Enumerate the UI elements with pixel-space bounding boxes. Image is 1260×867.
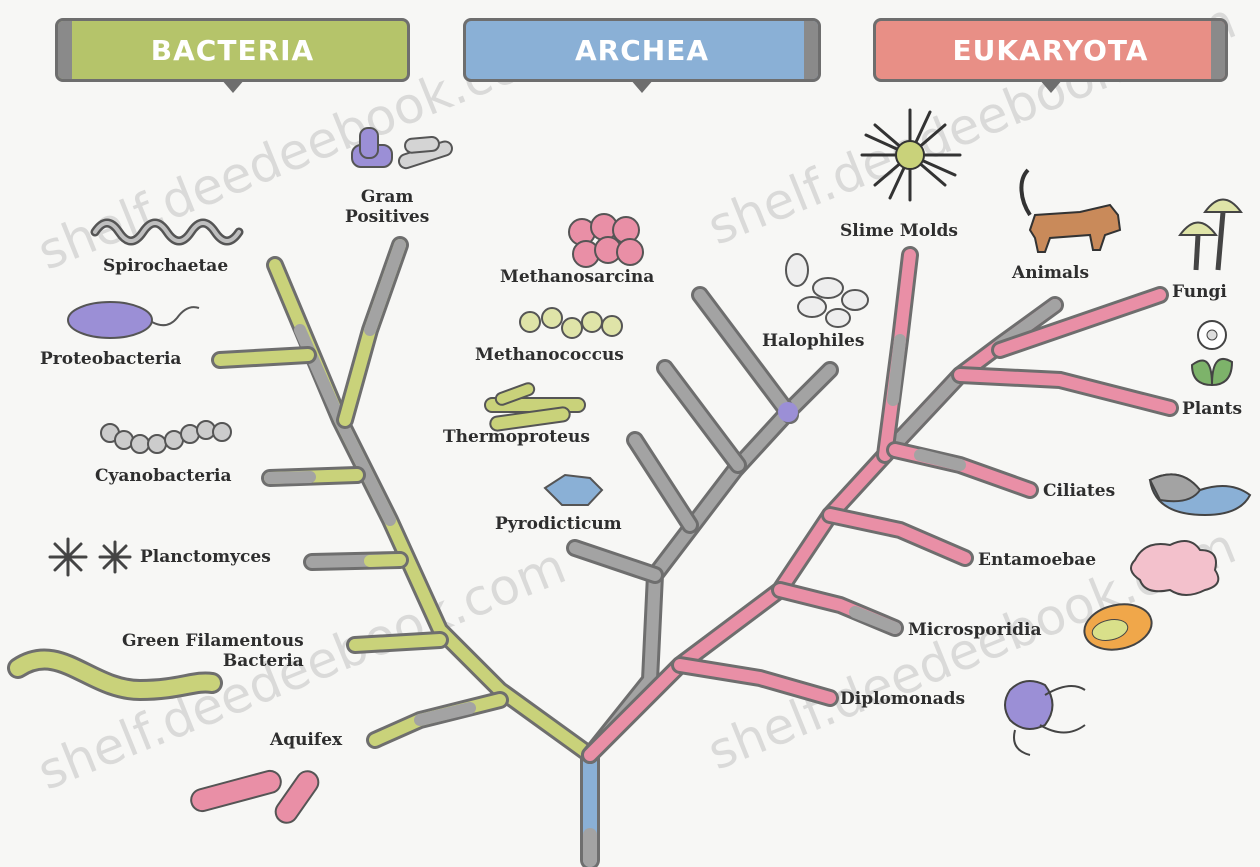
fungi-label: Fungi [1172,283,1227,303]
methanococcus-illustration [520,308,622,338]
pyrodicticum-illustration [545,475,602,505]
thermoproteus-illustration [485,382,585,432]
spirochaetae-label: Spirochaetae [103,257,228,277]
fungi-illustration [1180,200,1241,271]
animals-label: Animals [1012,264,1089,284]
planctomyces-label: Planctomyces [140,548,271,568]
thermoproteus-label: Thermoproteus [443,428,590,448]
methanosarcina-illustration [569,214,643,267]
methanococcus-label: Methanococcus [475,346,624,366]
aquifex-illustration [189,767,323,827]
aquifex-label: Aquifex [270,731,342,751]
microsporidia-illustration [1080,598,1156,655]
slime-molds-illustration [862,110,960,200]
planctomyces-illustration [50,539,130,575]
methanosarcina-label: Methanosarcina [500,268,654,288]
microsporidia-label: Microsporidia [908,621,1042,641]
halophiles-label: Halophiles [762,332,864,352]
plants-label: Plants [1182,400,1242,420]
ciliates-illustration [1150,474,1250,515]
spirochaetae-illustration [95,223,239,241]
entamoebae-illustration [1131,541,1218,595]
proteobacteria-illustration [68,302,199,338]
cyanobacteria-illustration [101,421,231,453]
cyanobacteria-label: Cyanobacteria [95,467,231,487]
green-filamentous-label: Green Filamentous Bacteria [122,632,304,671]
gram-positives-illustration [352,128,454,170]
plants-illustration [1192,321,1232,385]
halophiles-illustration [786,254,868,327]
gram-positives-label: Gram Positives [345,188,429,227]
proteobacteria-label: Proteobacteria [40,350,181,370]
diplomonads-illustration [1005,681,1085,755]
pyrodicticum-label: Pyrodicticum [495,515,622,535]
entamoebae-label: Entamoebae [978,551,1096,571]
diplomonads-label: Diplomonads [840,690,965,710]
animals-illustration [1021,170,1120,252]
ciliates-label: Ciliates [1043,482,1115,502]
slime-molds-label: Slime Molds [840,222,958,242]
